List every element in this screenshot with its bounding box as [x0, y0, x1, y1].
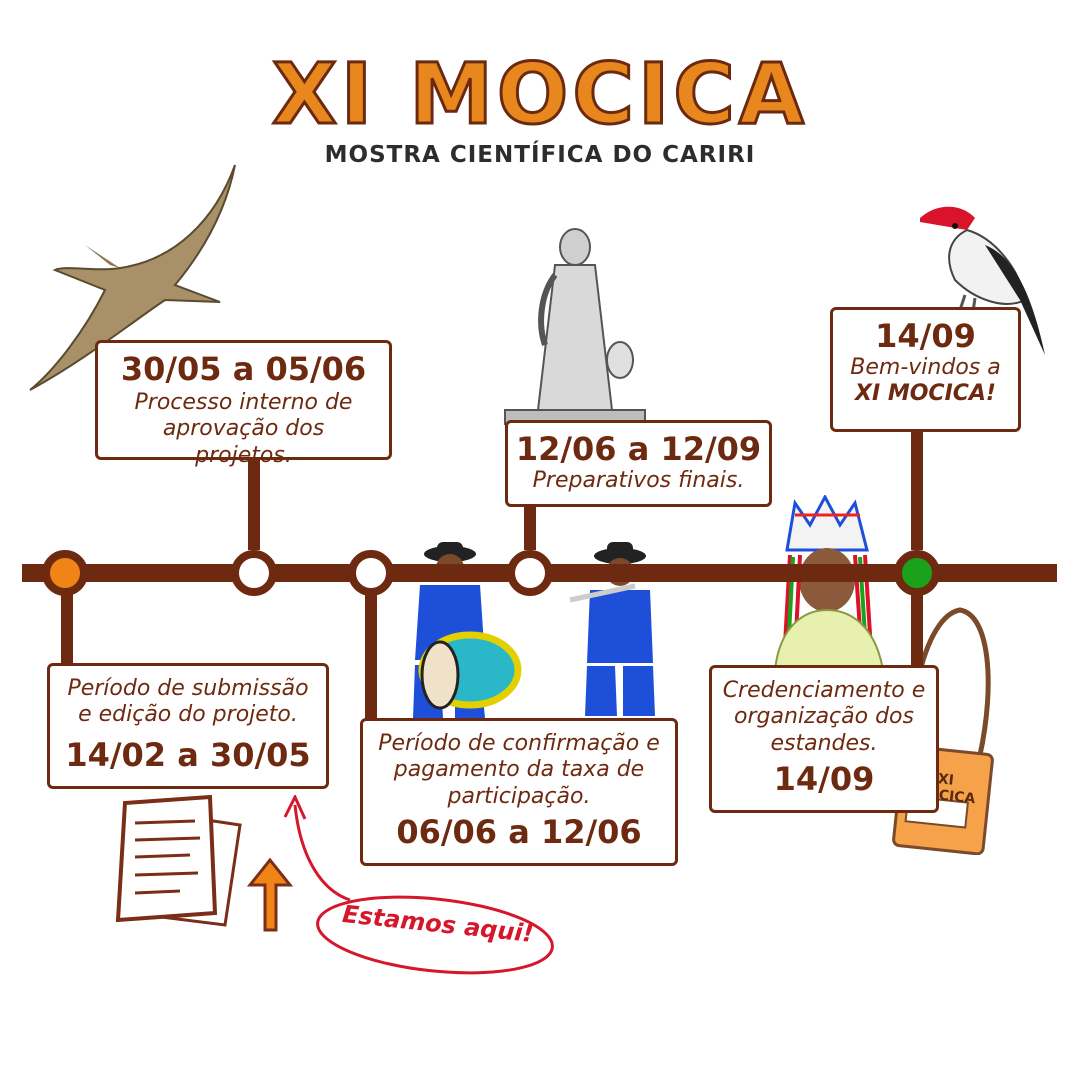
event-welcome-desc: Bem-vindos a [850, 354, 1001, 380]
event-confirmation: Período de confirmação e pagamento da ta… [360, 718, 678, 866]
stem-3 [365, 590, 377, 720]
event-credentialing-desc: Credenciamento e organização dos estande… [722, 678, 926, 756]
timeline-node-current [42, 550, 88, 596]
documents-upload-illustration [115, 795, 294, 932]
timeline-node-4 [507, 550, 553, 596]
event-preparation-date: 12/06 a 12/09 [515, 430, 762, 468]
event-welcome-date: 14/09 [875, 317, 976, 355]
event-welcome: 14/09 Bem-vindos a XI MOCICA! [830, 307, 1021, 432]
event-confirmation-date: 06/06 a 12/06 [396, 813, 642, 852]
page-title: XI MOCICA [271, 45, 808, 143]
page-subtitle: MOSTRA CIENTÍFICA DO CARIRI [324, 142, 756, 168]
stem-2 [248, 458, 260, 550]
timeline-node-final [894, 550, 940, 596]
bird-illustration [920, 206, 1045, 355]
event-submission: Período de submissão e edição do projeto… [47, 663, 329, 789]
event-approval-desc: Processo interno de aprovação dos projet… [134, 389, 353, 468]
stem-4 [524, 505, 536, 550]
event-submission-desc: Período de submissão e edição do projeto… [67, 676, 309, 728]
stem-1 [61, 590, 73, 665]
statue-illustration [504, 228, 646, 425]
header: XI MOCICA [0, 45, 1080, 143]
event-approval-date: 30/05 a 05/06 [120, 350, 367, 388]
stem-6 [911, 430, 923, 550]
flute-player-illustration [569, 542, 655, 716]
event-preparation: 12/06 a 12/09 Preparativos finais. [505, 420, 772, 507]
callout-arrow [283, 795, 554, 975]
event-credentialing: Credenciamento e organização dos estande… [709, 665, 939, 813]
event-credentialing-date: 14/09 [773, 760, 875, 799]
event-confirmation-desc: Período de confirmação e pagamento da ta… [378, 731, 660, 809]
timeline-node-2 [231, 550, 277, 596]
drummer-illustration [413, 542, 522, 718]
event-welcome-bold: XI MOCICA! [855, 381, 996, 407]
pterodactyl-illustration [29, 164, 236, 391]
timeline-node-3 [348, 550, 394, 596]
stem-5 [911, 590, 923, 670]
reisado-master-illustration [773, 495, 885, 670]
event-preparation-desc: Preparativos finais. [532, 467, 745, 493]
event-submission-date: 14/02 a 30/05 [65, 735, 311, 774]
event-approval: 30/05 a 05/06 Processo interno de aprova… [95, 340, 392, 468]
